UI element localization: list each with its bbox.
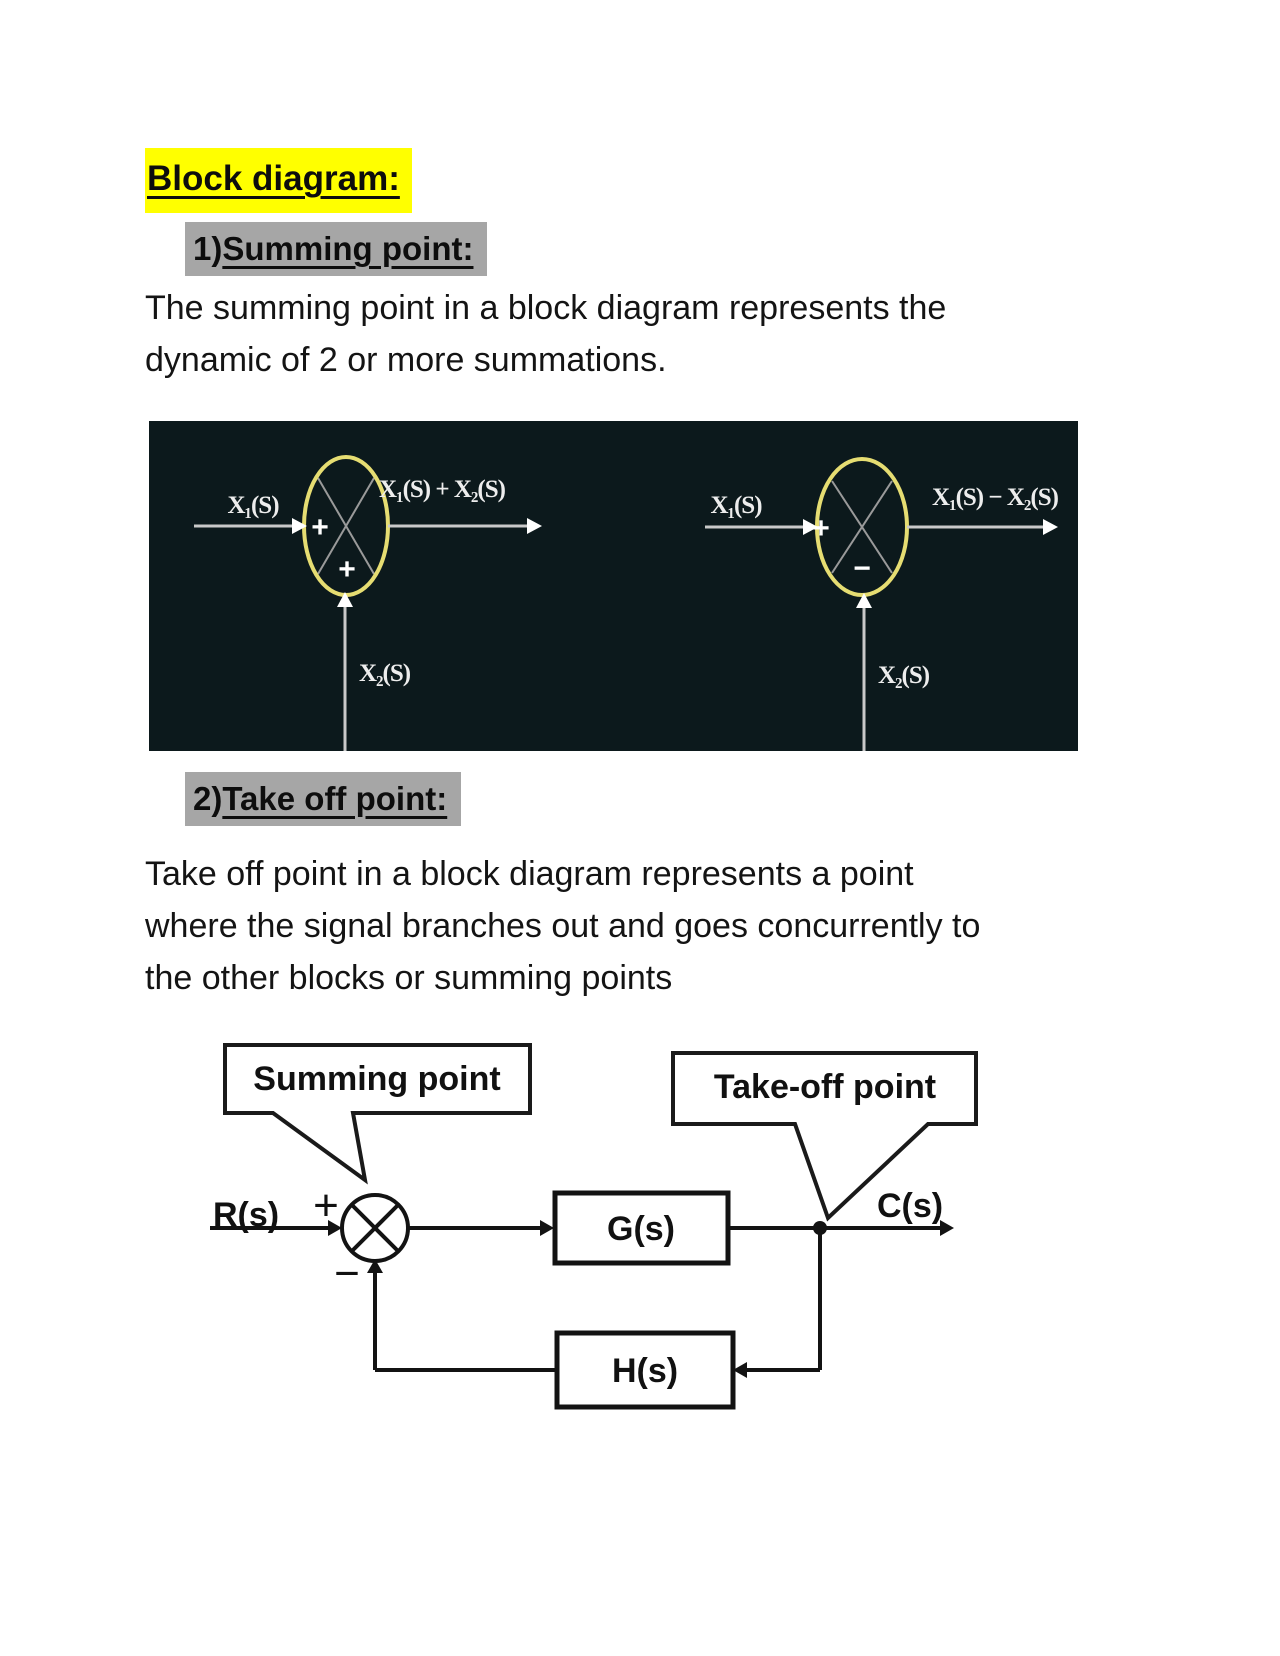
input-signal-label: X₁(S) (710, 492, 762, 519)
left-summing-junction: + + X₁(S) X₁(S) + X₂(S) X₂(S) (194, 455, 542, 751)
output-arrow (907, 519, 1058, 535)
bottom-signal-label: X₂(S) (359, 660, 411, 687)
bottom-input-arrow (337, 592, 353, 751)
page-title: Block diagram: (145, 148, 412, 213)
output-signal-label: C(s) (877, 1187, 943, 1225)
bottom-signal-label: X₂(S) (878, 662, 930, 689)
input-signal-label: X₁(S) (227, 492, 279, 519)
takeoff-callout-label: Take-off point (714, 1068, 936, 1106)
output-signal-label: X₁(S) + X₂(S) (379, 476, 506, 503)
minus-sign: − (853, 552, 871, 585)
minus-sign: − (334, 1249, 360, 1298)
heading-summing-point: 1)Summing point: (185, 222, 488, 276)
plus-sign: + (313, 1181, 339, 1230)
forward-block-label: G(s) (607, 1210, 675, 1248)
paragraph-line: Take off point in a block diagram repres… (145, 855, 914, 893)
feedback-diagram-canvas: Summing point Take-off point R(s) + (210, 1043, 978, 1410)
paragraph-line: The summing point in a block diagram rep… (145, 289, 947, 327)
output-arrow (388, 518, 542, 534)
right-summing-junction: + − X₁(S) X₁(S) − X₂(S) X₂(S) (705, 457, 1060, 751)
heading1-number: 1) (193, 230, 223, 267)
heading2-number: 2) (193, 780, 223, 817)
feedback-path (367, 1228, 822, 1378)
paragraph-line: where the signal branches out and goes c… (145, 907, 981, 945)
paragraph-line: the other blocks or summing points (145, 959, 673, 997)
summing-point-figure: + + X₁(S) X₁(S) + X₂(S) X₂(S) (149, 421, 1078, 751)
summing-figure-canvas: + + X₁(S) X₁(S) + X₂(S) X₂(S) (194, 455, 1060, 751)
input-arrow (210, 1220, 342, 1236)
heading-take-off-point: 2)Take off point: (185, 772, 462, 826)
heading2-text: Take off point: (222, 780, 448, 817)
feedback-block-label: H(s) (612, 1352, 678, 1390)
output-arrow (820, 1220, 954, 1236)
heading1-text: Summing point: (222, 230, 474, 267)
takeoff-point-figure: Summing point Take-off point R(s) + (180, 1040, 980, 1420)
plus-sign: + (311, 511, 329, 544)
forward-arrow (408, 1220, 554, 1236)
input-arrow (705, 519, 818, 535)
input-arrow (194, 518, 307, 534)
summing-point-callout: Summing point (223, 1043, 532, 1185)
feedback-block: H(s) (554, 1330, 736, 1410)
forward-block: G(s) (552, 1190, 731, 1266)
bottom-input-arrow (856, 593, 872, 751)
summing-paragraph: The summing point in a block diagram rep… (145, 282, 946, 386)
takeoff-point-callout: Take-off point (671, 1051, 978, 1222)
paragraph-line: dynamic of 2 or more summations. (145, 341, 667, 379)
plus-sign: + (338, 553, 356, 586)
plus-sign: + (812, 512, 830, 545)
output-signal-label: X₁(S) − X₂(S) (932, 484, 1059, 511)
summing-callout-label: Summing point (253, 1060, 500, 1098)
takeoff-paragraph: Take off point in a block diagram repres… (145, 848, 980, 1004)
